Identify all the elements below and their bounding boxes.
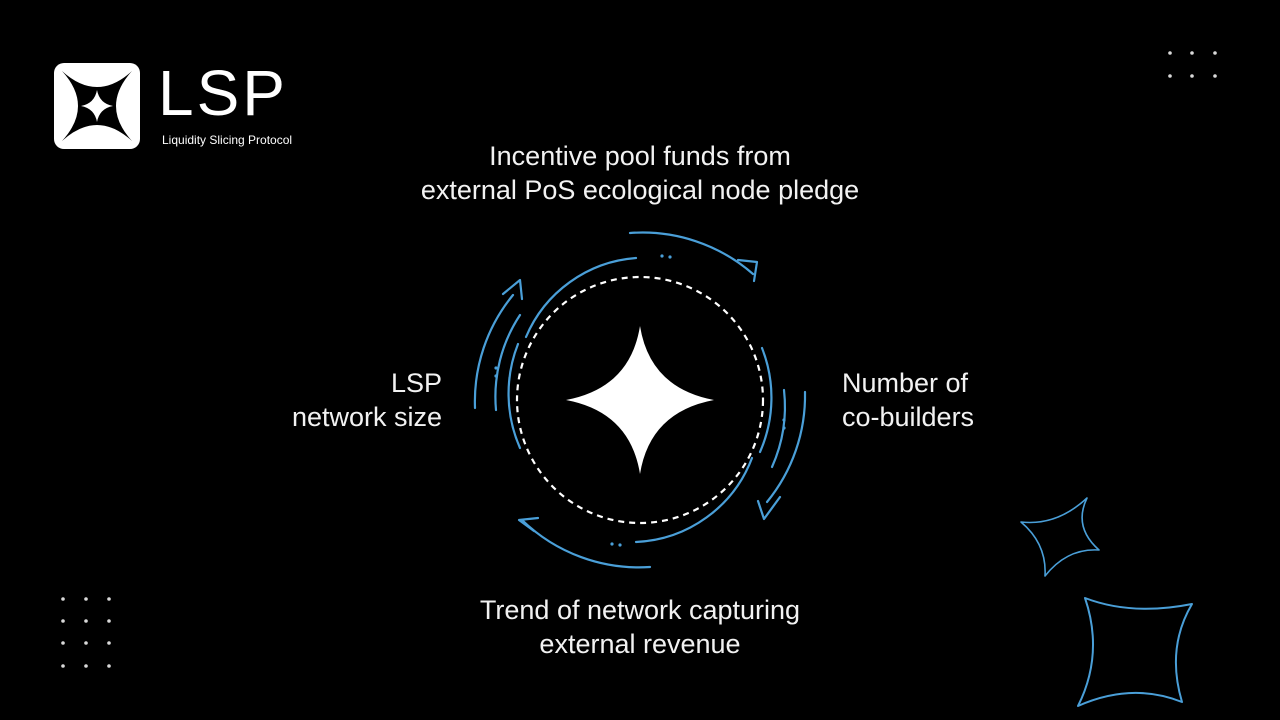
bottom-label-line-1: Trend of network capturing [479,595,801,625]
arrowhead-icon [756,495,782,521]
inner-arc [524,256,638,339]
right-label: Number of co-builders [842,366,1102,434]
cycle-arrow-arc [765,390,807,504]
arrowhead-icon [501,278,524,301]
cycle-arrow-arc [473,293,515,410]
brand-logo-icon [54,63,140,149]
arrowhead-icon [517,516,540,533]
dashed-ring [515,275,765,525]
center-star-icon [566,326,714,474]
cycle-arrow-arc [494,313,522,412]
top-label-line-1: Incentive pool funds from [489,141,791,171]
decorative-dot-grid [1160,45,1230,85]
inner-arc [507,342,522,450]
bottom-label: Trend of network capturing external reve… [340,593,940,661]
inner-arc [758,346,773,454]
right-label-line-1: Number of [842,368,969,398]
top-label: Incentive pool funds from external PoS e… [340,139,940,207]
right-label-line-2: co-builders [842,402,975,432]
cycle-arrow-arc [520,518,652,569]
cycle-diagram [460,220,820,580]
decorative-star-icon [1070,590,1200,710]
bottom-label-line-2: external revenue [539,629,741,659]
arrowhead-icon [736,258,759,283]
decorative-star-icon [1015,492,1105,582]
left-label-line-1: LSP [390,368,442,398]
inner-arc [634,456,754,544]
decorative-dot-grid [55,590,125,675]
left-label-line-2: network size [291,402,442,432]
top-label-line-2: external PoS ecological node pledge [420,175,860,205]
brand-tagline: Liquidity Slicing Protocol [162,133,293,147]
cycle-arrow-arc [628,231,755,276]
brand-name: LSP [158,57,288,129]
left-label: LSP network size [242,366,442,434]
